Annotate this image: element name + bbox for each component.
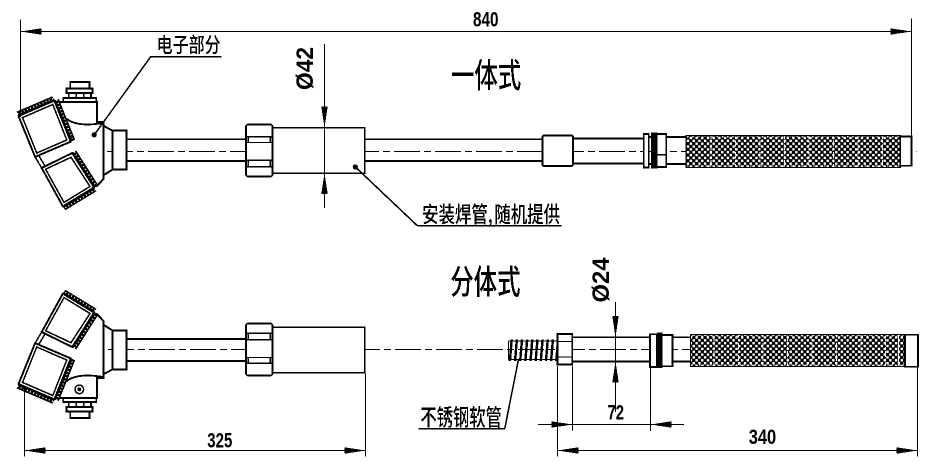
svg-text:Ø24: Ø24: [588, 257, 615, 303]
svg-text:325: 325: [207, 429, 232, 452]
svg-text:72: 72: [608, 402, 625, 425]
svg-text:Ø42: Ø42: [292, 47, 319, 90]
svg-text:340: 340: [749, 426, 777, 449]
svg-text:840: 840: [473, 8, 499, 31]
